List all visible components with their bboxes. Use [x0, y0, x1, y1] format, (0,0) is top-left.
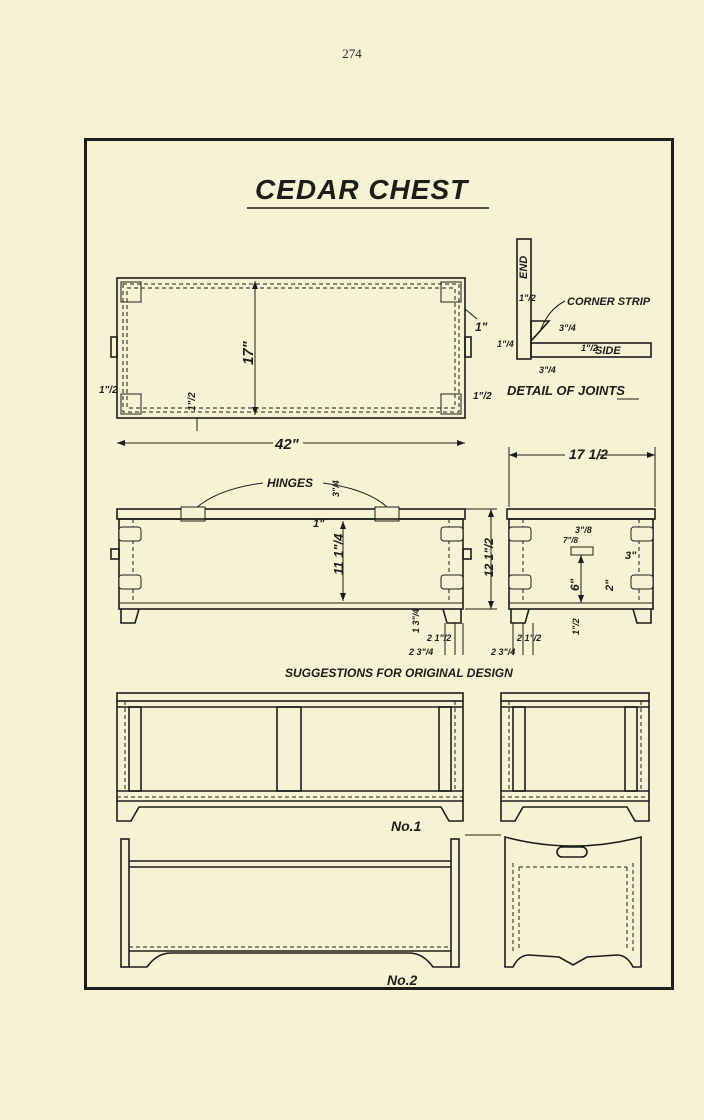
design-1-end [500, 692, 650, 822]
joint-detail: END CORNER STRIP SIDE 1"/2 1"/2 3"/4 3"/… [497, 238, 652, 400]
top-depth-dim: 17" [240, 340, 257, 365]
front-body-dim: 11 1"/4 [331, 533, 346, 575]
joint-dim-strip: 3"/4 [559, 323, 576, 333]
end-depth-dim: 17 1/2 [569, 446, 608, 462]
page-number: 274 [342, 46, 362, 61]
end-hinge-dim: 3" [625, 550, 637, 562]
joint-dim-right: 1"/2 [581, 343, 598, 353]
front-lid-dim: 1" [313, 518, 325, 530]
front-view: HINGES 3"/4 11 1"/4 1" [110, 476, 497, 657]
end-view: 17 1/2 3"/8 7"/8 6" 3" 2" 1"/2 2 1"/2 2 … [490, 445, 656, 657]
joint-dim-left: 1"/4 [497, 339, 514, 349]
end-height-dim: 6" [568, 578, 582, 591]
design-2-front [120, 838, 460, 968]
end-bottom-dim: 1"/2 [571, 618, 581, 635]
front-foot-dim: 1 3"/4 [411, 609, 421, 633]
end-handle-dim: 3"/8 [575, 525, 592, 535]
top-view: 17" 1"/2 1" 1"/2 1"/2 [99, 277, 492, 431]
front-height-dim: 12 1"/2 [482, 538, 496, 577]
end-bottom-dim-b: 2 3"/4 [490, 647, 515, 657]
top-board-dim: 1"/2 [187, 392, 198, 411]
cedar-chest-drawing: CEDAR CHEST 17" 1"/2 1" 1"/2 1"/2 END CO… [99, 174, 656, 987]
hinges-label: HINGES [267, 476, 313, 490]
top-right-dim: 1"/2 [473, 391, 492, 402]
end-bottom-dim-a: 2 1"/2 [516, 633, 541, 643]
joint-side-label: SIDE [595, 345, 621, 357]
front-bottom-dim-b: 2 3"/4 [408, 647, 433, 657]
top-left-dim: 1"/2 [99, 385, 118, 396]
joint-caption: DETAIL OF JOINTS [507, 383, 625, 398]
end-handle-sub: 7"/8 [563, 536, 578, 545]
front-width-dim: 42" [274, 436, 300, 453]
drawing-plate: CEDAR CHEST 17" 1"/2 1" 1"/2 1"/2 END CO… [84, 138, 674, 990]
end-rail-dim: 2" [604, 579, 616, 592]
front-bottom-dim-a: 2 1"/2 [426, 633, 451, 643]
joint-end-label: END [518, 256, 530, 279]
design-1-front [116, 692, 464, 822]
hinge-dim: 3"/4 [331, 480, 341, 497]
design-1-label: No.1 [391, 818, 422, 834]
design-2-end [504, 835, 642, 968]
width-dimension: 42" [117, 435, 465, 453]
suggestions-caption: SUGGESTIONS FOR ORIGINAL DESIGN [285, 666, 513, 680]
drawing-title: CEDAR CHEST [255, 174, 470, 205]
joint-corner-strip-label: CORNER STRIP [567, 296, 651, 308]
design-2-label: No.2 [387, 972, 418, 987]
joint-dim-bottom: 3"/4 [539, 365, 556, 375]
joint-dim-top: 1"/2 [519, 293, 536, 303]
top-edge-dim: 1" [475, 320, 488, 334]
